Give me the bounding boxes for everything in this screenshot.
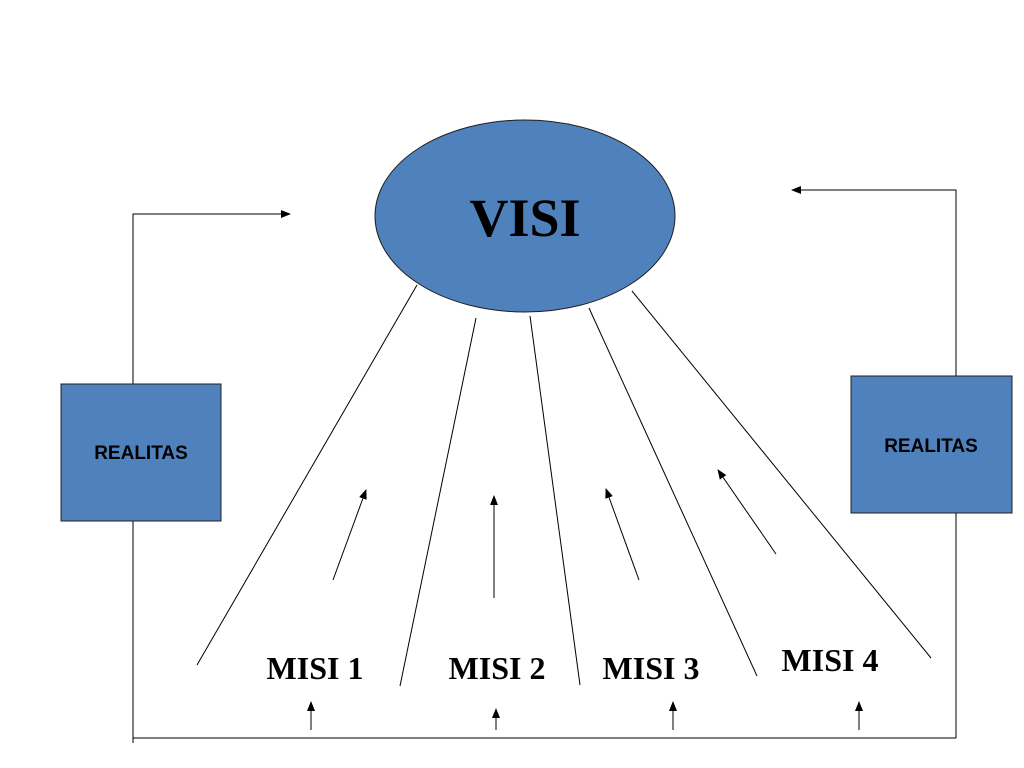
fan-line-4	[588, 307, 758, 677]
reality-box-left	[60, 383, 222, 522]
right-feedback-line	[791, 186, 957, 738]
mission-label-2: MISI 2	[449, 650, 546, 686]
fan-line-2	[399, 317, 477, 687]
reality-box-left-label: REALITAS	[94, 443, 188, 464]
vision-ellipse	[374, 119, 676, 313]
reality-box-right-label: REALITAS	[884, 436, 978, 457]
vision-label: VISI	[469, 188, 580, 248]
fan-line-5	[631, 290, 932, 659]
left-feedback-line	[132, 210, 291, 743]
mission-label-4: MISI 4	[782, 642, 879, 678]
mission-label-3: MISI 3	[603, 650, 700, 686]
fan-line-3	[529, 315, 581, 686]
reality-box-right	[850, 375, 1013, 514]
up-arrow-1	[332, 489, 367, 581]
up-arrow-4	[717, 469, 777, 555]
mission-label-1: MISI 1	[267, 650, 364, 686]
fan-line-1	[196, 284, 418, 666]
up-arrow-3	[605, 488, 640, 581]
